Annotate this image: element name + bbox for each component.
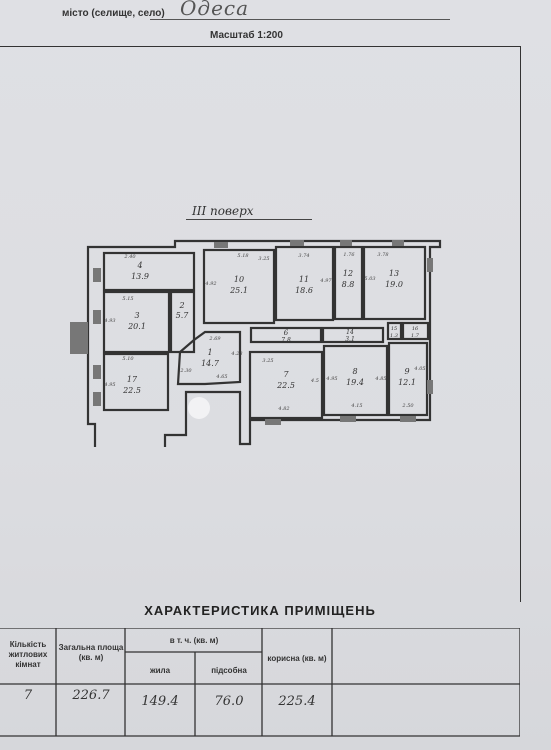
room-area: 12.1 (398, 378, 416, 387)
settlement-value: Одеса (180, 0, 250, 20)
room-number: 15 (391, 326, 397, 332)
plan-frame (0, 46, 521, 602)
room-number: 4 (136, 261, 142, 270)
room-number: 7 (283, 370, 289, 379)
dimension-label: 3.25 (258, 256, 269, 262)
dimension-label: 4.5 (310, 378, 319, 384)
dimension-label: 5.18 (237, 253, 248, 259)
dimension-label: 4.65 (215, 374, 227, 380)
dimension-label: 4.85 (374, 376, 386, 382)
room-area: 18.6 (295, 286, 313, 295)
photo-glare (188, 397, 210, 419)
value-living-area: 149.4 (141, 694, 179, 709)
value-living-rooms-count: 7 (23, 688, 33, 703)
settlement-line (150, 19, 450, 20)
room-area: 13.9 (131, 272, 149, 281)
dimension-label: 4.15 (350, 403, 362, 409)
dimension-label: 5.03 (364, 276, 375, 282)
dimension-label: 4.92 (204, 281, 216, 287)
value-total-area: 226.7 (72, 688, 110, 703)
header-total-area: Загальна площа (кв. м) (58, 643, 124, 662)
dimension-label: 4.82 (277, 406, 289, 412)
room-number: 10 (234, 275, 244, 284)
dimension-label: 3.78 (377, 252, 388, 258)
scale-label: Масштаб 1:200 (210, 30, 283, 41)
dimension-label: 2.40 (123, 254, 136, 260)
room-area: 22.5 (122, 386, 141, 395)
room-number: 6 (284, 329, 289, 337)
dimension-label: 4.97 (319, 278, 332, 284)
room-number: 13 (389, 269, 399, 278)
header-living-area: жила (149, 666, 171, 675)
room-area: 5.7 (176, 311, 190, 320)
room-number: 17 (127, 375, 138, 384)
room-number: 3 (134, 311, 139, 320)
dimension-label: 1.76 (343, 252, 355, 258)
floor-title-underline (186, 219, 312, 220)
room-number: 12 (343, 269, 353, 278)
room-number: 8 (352, 367, 357, 376)
room-area: 1.7 (411, 333, 420, 339)
dimension-label: 2.30 (179, 368, 192, 374)
value-auxiliary-area: 76.0 (214, 694, 244, 709)
characteristics-table (0, 628, 520, 737)
room-area: 1.3 (390, 333, 398, 339)
value-useful-area: 225.4 (278, 694, 316, 709)
room-number: 2 (178, 301, 184, 310)
dimension-label: 2.69 (208, 336, 221, 342)
room-area: 3.1 (345, 336, 355, 343)
table-title: ХАРАКТЕРИСТИКА ПРИМІЩЕНЬ (144, 603, 376, 618)
floor-title: III поверх (192, 204, 254, 218)
header-living-rooms-count: Кількість житлових кімнат (8, 640, 48, 669)
room-area: 22.5 (276, 381, 295, 390)
room-number: 14 (346, 329, 354, 336)
dimension-label: 5.15 (122, 296, 133, 302)
dimension-label: 3.74 (298, 253, 309, 259)
header-useful-area: корисна (кв. м) (267, 654, 327, 663)
dimension-label: 4.93 (103, 318, 115, 324)
dimension-label: 3.25 (262, 358, 273, 364)
room-number: 16 (412, 326, 419, 332)
room-area: 20.1 (127, 322, 146, 331)
dimension-label: 4.95 (325, 376, 337, 382)
room-area: 8.8 (342, 280, 355, 289)
room-area: 14.7 (201, 359, 220, 368)
dimension-label: 4.23 (230, 351, 242, 357)
header-auxiliary-area: підсобна (211, 666, 247, 675)
settlement-label: місто (селище, село) (62, 8, 165, 19)
room-area: 19.4 (346, 378, 364, 387)
room-number: 1 (207, 348, 212, 357)
room-number: 9 (404, 367, 409, 376)
room-area: 25.1 (229, 286, 248, 295)
dimension-label: 2.50 (401, 403, 414, 409)
room-area: 19.0 (385, 280, 403, 289)
dimension-label: 4.05 (413, 366, 425, 372)
dimension-label: 5.10 (122, 356, 134, 362)
dimension-label: 4.95 (103, 382, 115, 388)
room-number: 11 (299, 275, 309, 284)
header-including: в т. ч. (кв. м) (169, 636, 219, 645)
room-area: 7.8 (281, 337, 291, 344)
